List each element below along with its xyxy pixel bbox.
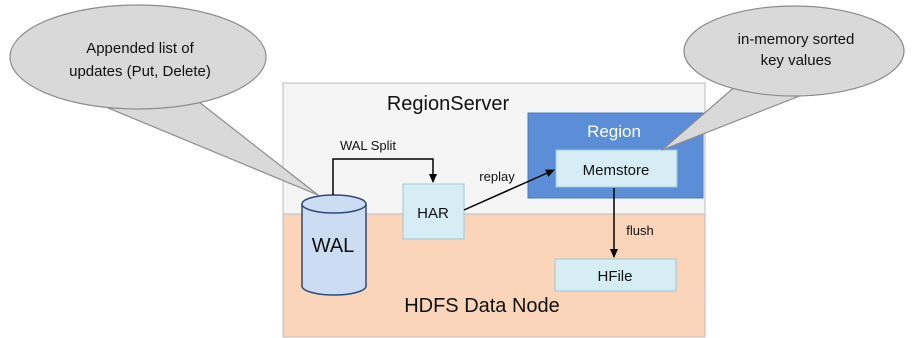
hfile-label: HFile	[597, 268, 632, 285]
wal-callout-line2: updates (Put, Delete)	[69, 63, 211, 80]
region-title: Region	[587, 122, 641, 141]
wal-callout-line1: Appended list of	[86, 40, 194, 57]
wal-split-arrow	[332, 158, 437, 195]
wal-callout	[9, 4, 319, 196]
wal-split-label: WAL Split	[340, 138, 396, 153]
hdfs-data-node-title: HDFS Data Node	[404, 295, 560, 317]
wal-cylinder	[301, 194, 367, 296]
flush-label: flush	[626, 223, 653, 238]
har-label: HAR	[417, 205, 449, 222]
replay-arrow	[463, 169, 555, 211]
memstore-callout	[661, 5, 905, 151]
replay-label: replay	[479, 169, 515, 184]
memstore-box	[555, 149, 678, 188]
memstore-callout-line1: in-memory sorted	[738, 31, 855, 48]
wal-label: WAL	[312, 235, 355, 257]
memstore-callout-line2: key values	[761, 52, 832, 69]
memstore-label: Memstore	[583, 162, 650, 179]
hfile-box	[554, 258, 677, 292]
regionserver-title: RegionServer	[387, 93, 510, 115]
har-box	[402, 183, 465, 240]
